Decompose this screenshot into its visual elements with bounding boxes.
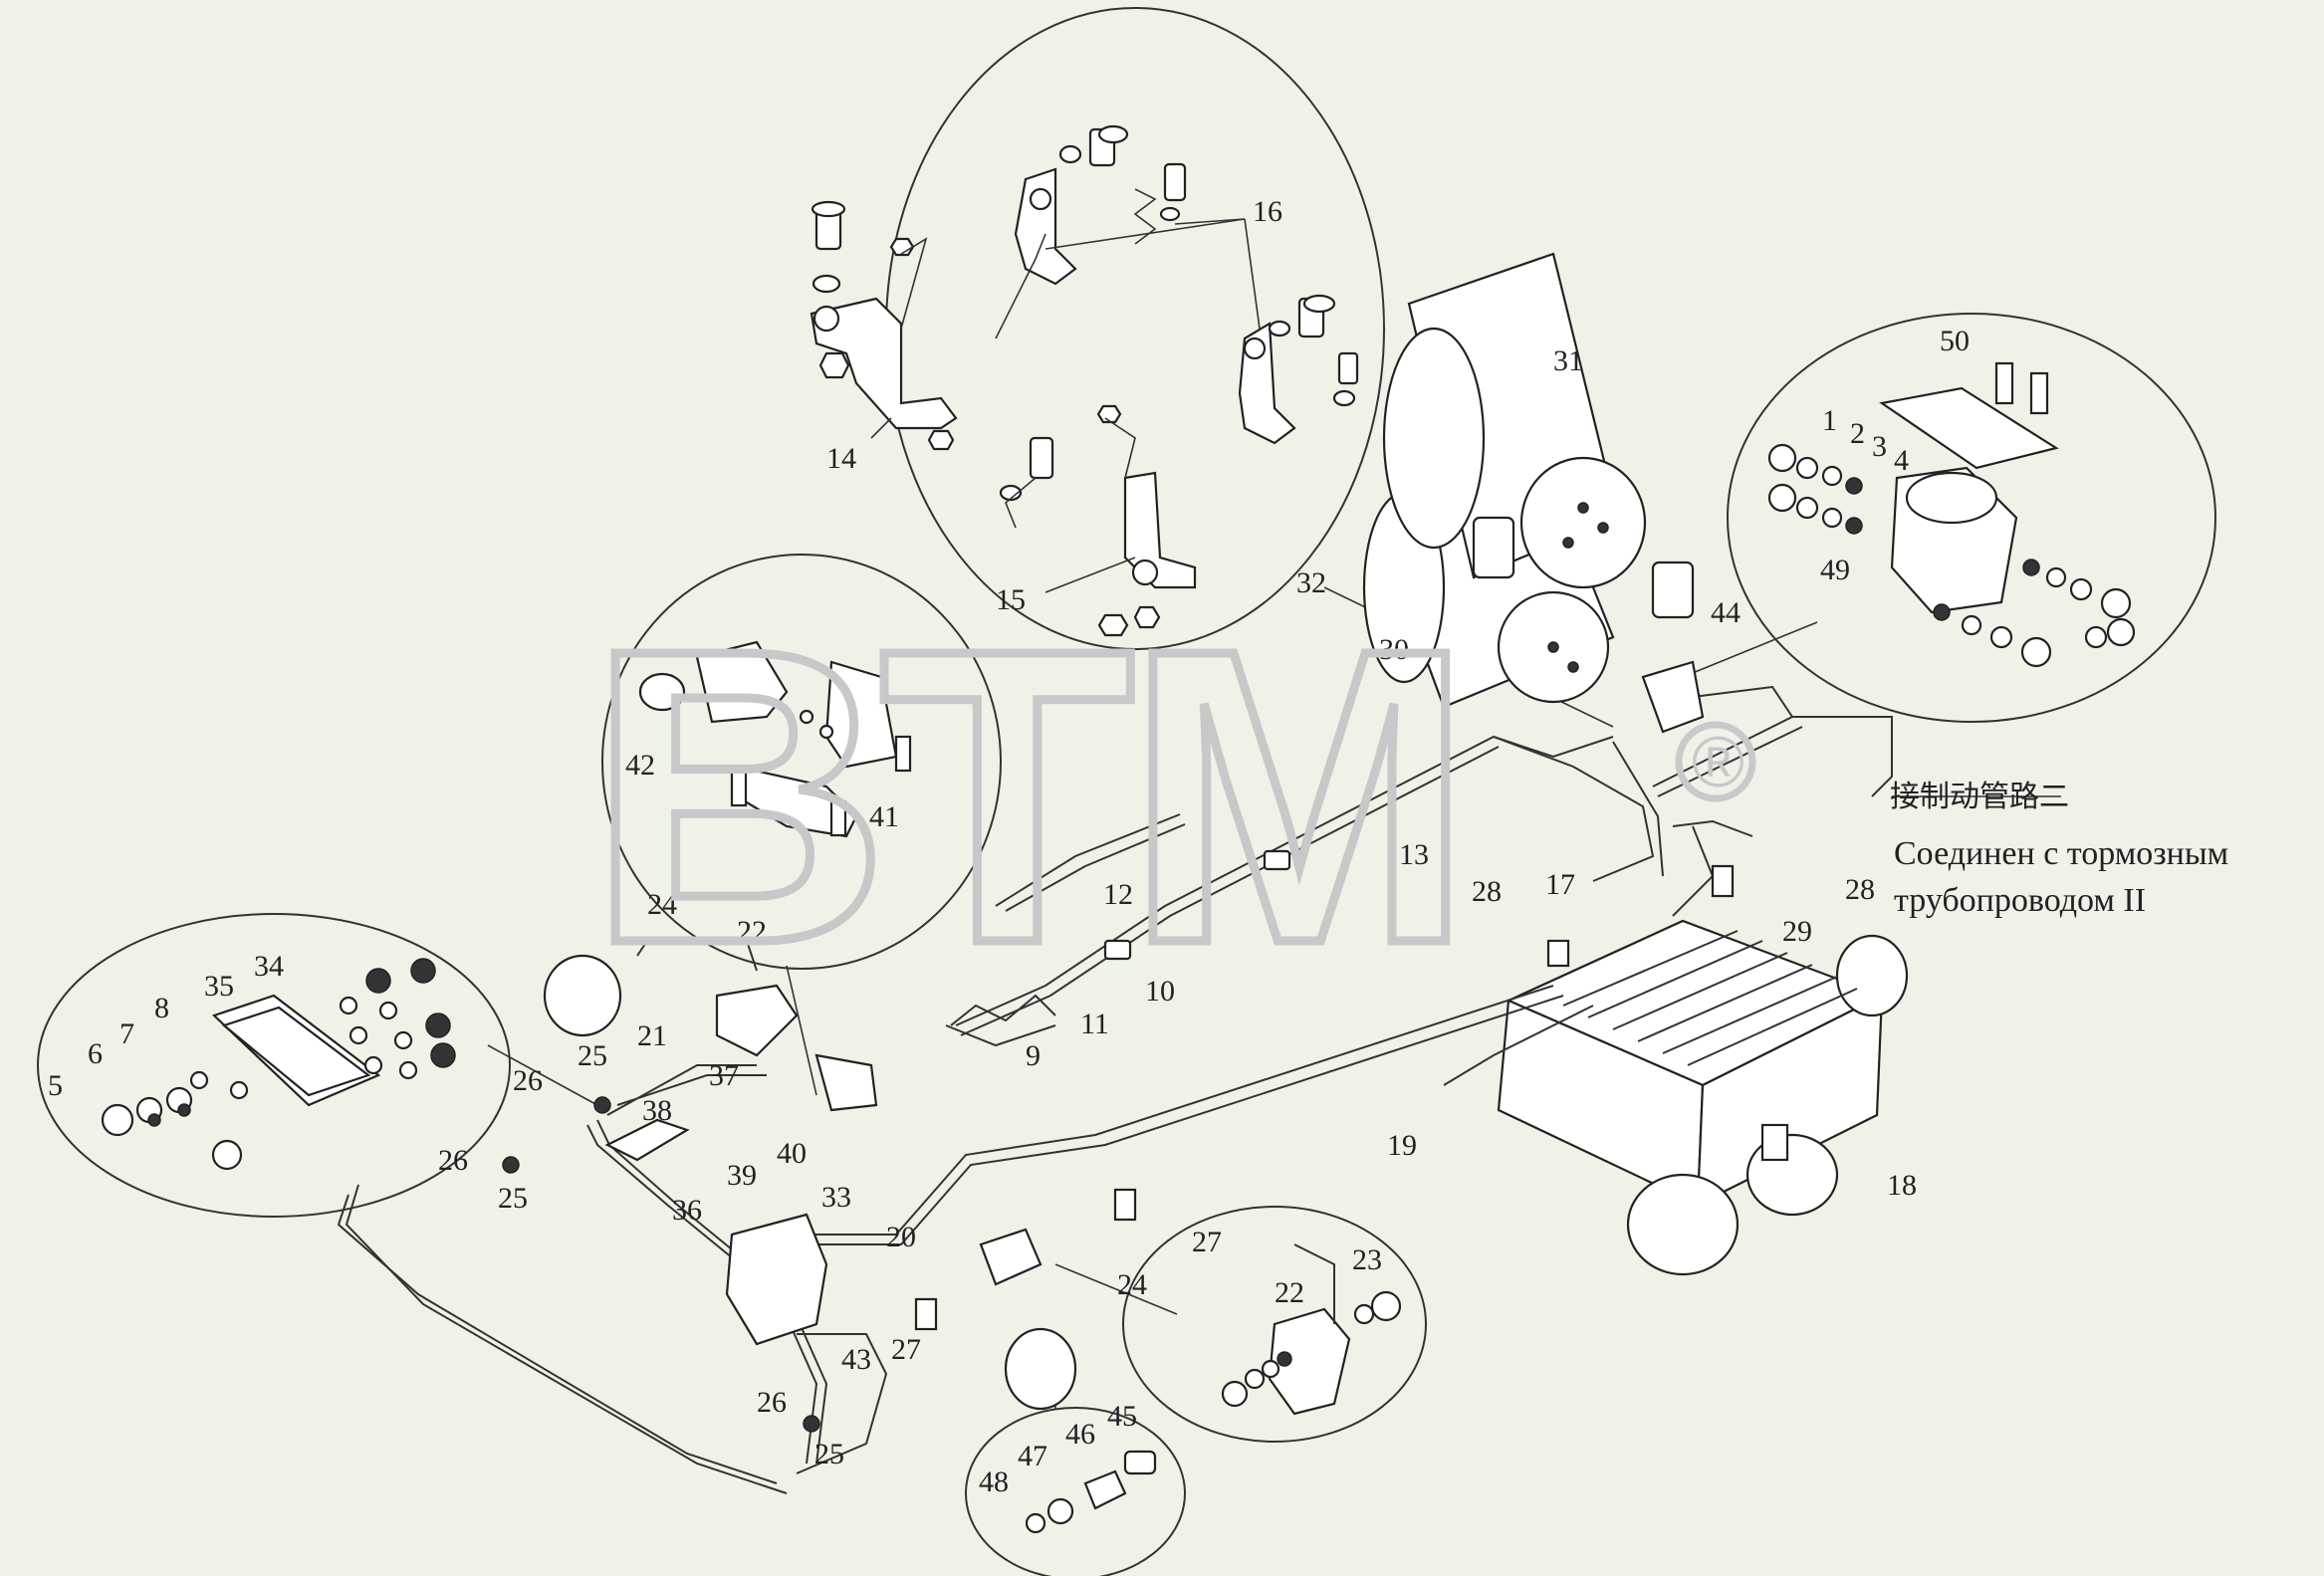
- callout-28: 28: [1472, 875, 1502, 908]
- callout-5: 5: [48, 1069, 63, 1102]
- callout-27: 27: [1192, 1226, 1222, 1258]
- callout-45: 45: [1107, 1400, 1137, 1433]
- valve-21: [715, 984, 799, 1057]
- callout-42: 42: [625, 749, 655, 782]
- relay-valve-right: [1767, 361, 2136, 668]
- callout-28b: 28: [1845, 873, 1875, 906]
- caption-russian-line2: трубопроводом II: [1894, 882, 2146, 919]
- callout-48: 48: [979, 1465, 1009, 1498]
- watermark-text: BTM: [587, 563, 1464, 1030]
- pipelines: [337, 685, 1893, 1494]
- nut-row-bottom: [101, 1070, 249, 1171]
- callout-46: 46: [1065, 1418, 1095, 1451]
- watermark-registered-circle: [1675, 721, 1756, 802]
- callout-38: 38: [642, 1094, 672, 1127]
- callout-10: 10: [1145, 975, 1175, 1008]
- elbow-detail: [1025, 1450, 1157, 1534]
- left-detail-assembly: [638, 640, 912, 838]
- connector-block: [101, 958, 456, 1171]
- callout-31: 31: [1553, 344, 1583, 377]
- brackets-group: [810, 124, 1359, 637]
- callout-25c: 25: [814, 1438, 844, 1470]
- callout-9: 9: [1026, 1039, 1041, 1072]
- fitting-stack-left: [1767, 443, 1863, 535]
- callout-33: 33: [821, 1181, 851, 1214]
- detail-circle-left-valve: [601, 554, 1002, 970]
- callout-11: 11: [1080, 1008, 1109, 1040]
- callout-22: 22: [737, 915, 767, 948]
- callout-26: 26: [513, 1064, 543, 1097]
- callout-20: 20: [886, 1221, 916, 1253]
- callout-25b: 25: [498, 1182, 528, 1215]
- callout-14: 14: [826, 442, 856, 475]
- callout-2: 2: [1850, 417, 1865, 450]
- callout-49: 49: [1820, 554, 1850, 586]
- callout-26b: 26: [438, 1144, 468, 1177]
- callout-50: 50: [1940, 325, 1970, 357]
- callout-24b: 24: [1117, 1268, 1147, 1301]
- captions: 接制动管路二 Соединен с тормозным трубопроводо…: [1890, 780, 2228, 919]
- callout-40: 40: [777, 1137, 807, 1170]
- callout-1: 1: [1822, 404, 1837, 437]
- air-tanks: [1362, 252, 1695, 709]
- fitting-stack-right: [1933, 559, 2136, 668]
- callout-41: 41: [869, 800, 899, 833]
- callout-25: 25: [578, 1039, 607, 1072]
- callout-3: 3: [1872, 430, 1887, 463]
- callout-17: 17: [1545, 868, 1575, 901]
- callout-39: 39: [727, 1159, 757, 1192]
- battery-box: [1497, 919, 1909, 1276]
- fittings-detail: [1221, 1290, 1402, 1416]
- manifold-36: [604, 1118, 690, 1162]
- callout-27b: 27: [891, 1333, 921, 1366]
- callout-16: 16: [1253, 195, 1282, 228]
- callout-34: 34: [254, 950, 284, 983]
- callout-43: 43: [841, 1343, 871, 1376]
- watermark: BTM ®: [583, 560, 1756, 1035]
- callout-32: 32: [1296, 566, 1326, 599]
- detail-circle-elbow: [965, 1407, 1186, 1576]
- callout-12: 12: [1103, 878, 1133, 911]
- callout-29: 29: [1782, 915, 1812, 948]
- callout-23: 23: [1352, 1243, 1382, 1276]
- brake-chamber-upper: [543, 954, 622, 1037]
- nut-row-top: [339, 958, 456, 1080]
- callout-37: 37: [709, 1059, 739, 1092]
- detail-circles: [37, 7, 2216, 1576]
- callout-18: 18: [1887, 1169, 1917, 1202]
- callout-4: 4: [1894, 444, 1909, 477]
- callout-30: 30: [1379, 633, 1409, 666]
- callout-22b: 22: [1275, 1276, 1304, 1309]
- valve-33: [725, 1213, 828, 1346]
- callout-26c: 26: [757, 1386, 787, 1419]
- callout-21: 21: [637, 1019, 667, 1052]
- brake-chamber-lower: [1004, 1327, 1077, 1411]
- main-components: [502, 660, 1735, 1433]
- valve-44: [1641, 660, 1705, 734]
- callout-7: 7: [119, 1017, 134, 1050]
- detail-circle-connectors: [37, 913, 511, 1218]
- detail-circle-fittings: [1122, 1206, 1427, 1443]
- valve-20: [979, 1228, 1043, 1286]
- callout-47: 47: [1018, 1440, 1047, 1472]
- callout-labels: 1 2 3 4 5 6 7 8 9 10 11 12 13 14 15 16 1…: [48, 195, 1970, 1498]
- caption-russian-line1: Соединен с тормозным: [1894, 835, 2228, 872]
- detail-circle-valve-right: [1727, 313, 2216, 723]
- bracket-40: [814, 1053, 878, 1112]
- callout-19: 19: [1387, 1129, 1417, 1162]
- callout-8: 8: [154, 992, 169, 1024]
- callout-44: 44: [1711, 596, 1741, 629]
- callout-15: 15: [996, 583, 1026, 616]
- callout-35: 35: [204, 970, 234, 1003]
- caption-chinese: 接制动管路二: [1890, 780, 2069, 814]
- watermark-registered-mark: ®: [1692, 723, 1744, 802]
- callout-24: 24: [647, 888, 677, 921]
- callout-36: 36: [672, 1194, 702, 1227]
- callout-6: 6: [88, 1037, 103, 1070]
- callout-13: 13: [1399, 838, 1429, 871]
